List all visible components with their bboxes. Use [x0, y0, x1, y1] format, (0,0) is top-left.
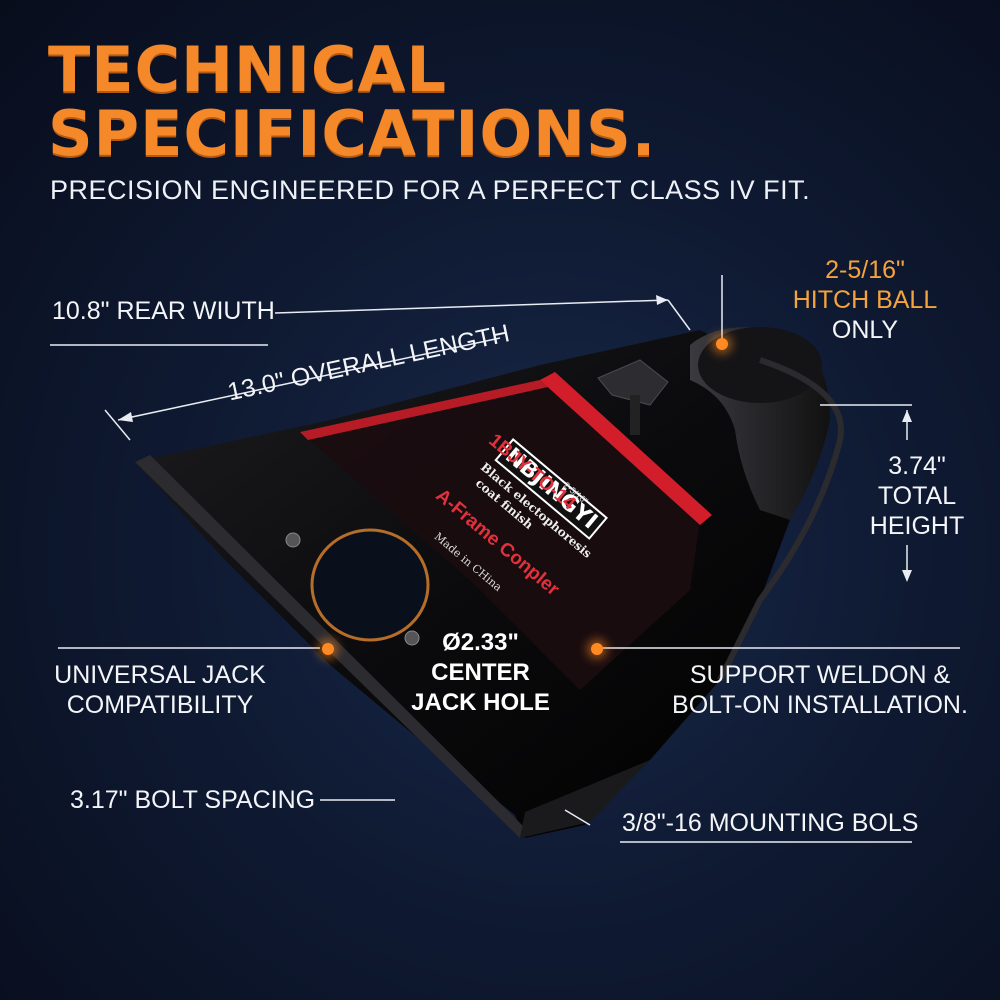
- hitch-ball-dot: [716, 338, 728, 350]
- jack-compat-line2: COMPATIBILITY: [66, 691, 254, 719]
- install-line1: SUPPORT WELDON &: [689, 661, 951, 689]
- install-label: SUPPORT WELDON & BOLT-ON INSTALLATION.: [670, 660, 970, 720]
- total-height-line3: HEIGHT: [869, 512, 965, 540]
- jack-hole-line3: JACK HOLE: [411, 689, 550, 716]
- total-height-line2: TOTAL: [877, 482, 957, 510]
- jack-hole-line2: CENTER: [431, 659, 530, 686]
- hitch-ball-line3: ONLY: [831, 316, 899, 344]
- jack-compat-label: UNIVERSAL JACK COMPATIBILITY: [45, 660, 275, 720]
- bolt-spacing-label: 3.17" BOLT SPACING: [70, 786, 316, 814]
- jack-hole-size: Ø2.33": [442, 629, 519, 656]
- total-height-value: 3.74": [888, 452, 946, 480]
- jack-hole-label: Ø2.33" CENTER JACK HOLE: [408, 628, 553, 718]
- hitch-ball-line2: HITCH BALL: [792, 286, 938, 314]
- hitch-ball-label: 2-5/16" HITCH BALL ONLY: [780, 255, 950, 345]
- mounting-bolts-label: 3/8"-16 MOUNTING BOLS: [622, 809, 919, 837]
- page-title: TECHNICAL SPECIFICATIONS.: [48, 38, 656, 166]
- page-subtitle: PRECISION ENGINEERED FOR A PERFECT CLASS…: [50, 175, 811, 205]
- title-line-1: TECHNICAL: [48, 33, 447, 106]
- rear-width-line: [274, 299, 669, 314]
- overall-length-line: [117, 337, 501, 421]
- jack-compat-dot: [322, 643, 334, 655]
- total-height-label: 3.74" TOTAL HEIGHT: [862, 451, 972, 541]
- product-label: [300, 372, 712, 690]
- jack-compat-line1: UNIVERSAL JACK: [54, 661, 266, 689]
- title-line-2: SPECIFICATIONS.: [48, 97, 657, 170]
- install-dot: [591, 643, 603, 655]
- dimension-lines: [50, 275, 960, 843]
- rear-width-label: 10.8" REAR WIUTH: [52, 297, 275, 325]
- install-line2: BOLT-ON INSTALLATION.: [672, 691, 968, 719]
- hitch-ball-size: 2-5/16": [825, 256, 905, 284]
